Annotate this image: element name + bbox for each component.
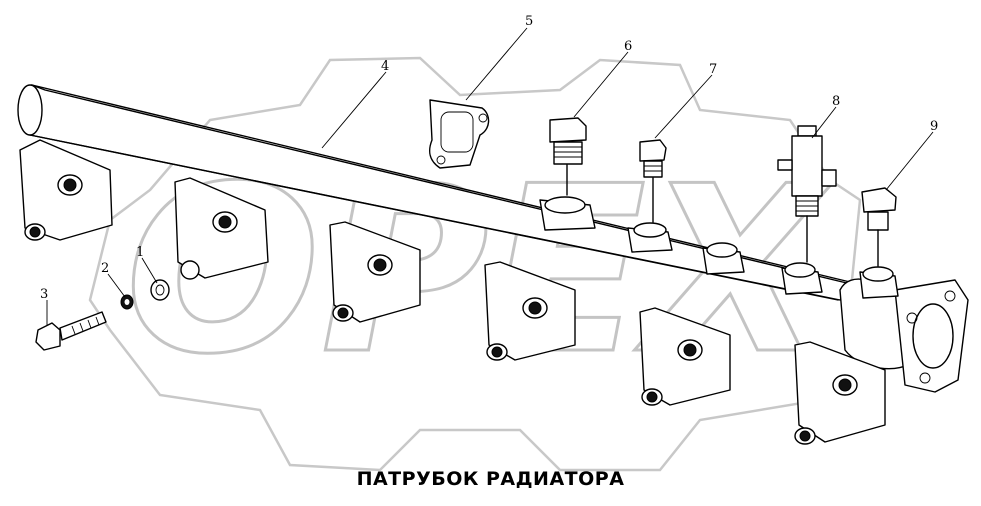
- callout-labels: 1 2 3 4 5 6 7 8 9: [40, 14, 938, 302]
- bracket-2: [174, 177, 269, 279]
- bolt-part-3: [35, 311, 107, 351]
- callout-6: 6: [624, 39, 632, 54]
- leader-lines: [46, 27, 934, 326]
- callout-5: 5: [525, 14, 533, 29]
- callout-9: 9: [930, 119, 938, 134]
- washer-part-1: [150, 279, 170, 301]
- pipe-bosses: [539, 196, 899, 299]
- diagram-caption: ПАТРУБОК РАДИАТОРА: [356, 468, 625, 490]
- bracket-3: [329, 221, 421, 323]
- gasket-part-5: [428, 99, 490, 169]
- fastener-set: [35, 260, 200, 351]
- valve-part-8: [777, 125, 837, 263]
- bracket-1: [19, 139, 113, 241]
- callout-1: 1: [136, 245, 144, 260]
- bracket-4: [484, 261, 576, 361]
- callout-2: 2: [101, 261, 109, 276]
- callout-7: 7: [709, 62, 717, 77]
- plug-part-6: [549, 117, 587, 196]
- callout-4: 4: [381, 59, 389, 74]
- bracket-5: [639, 307, 731, 406]
- lock-washer-part-2: [120, 294, 134, 310]
- callout-3: 3: [40, 287, 48, 302]
- callout-8: 8: [832, 94, 840, 109]
- plug-part-7: [639, 139, 667, 223]
- mounting-brackets: [19, 139, 886, 445]
- bolt-part-9: [861, 187, 897, 267]
- bracket-6: [794, 341, 886, 445]
